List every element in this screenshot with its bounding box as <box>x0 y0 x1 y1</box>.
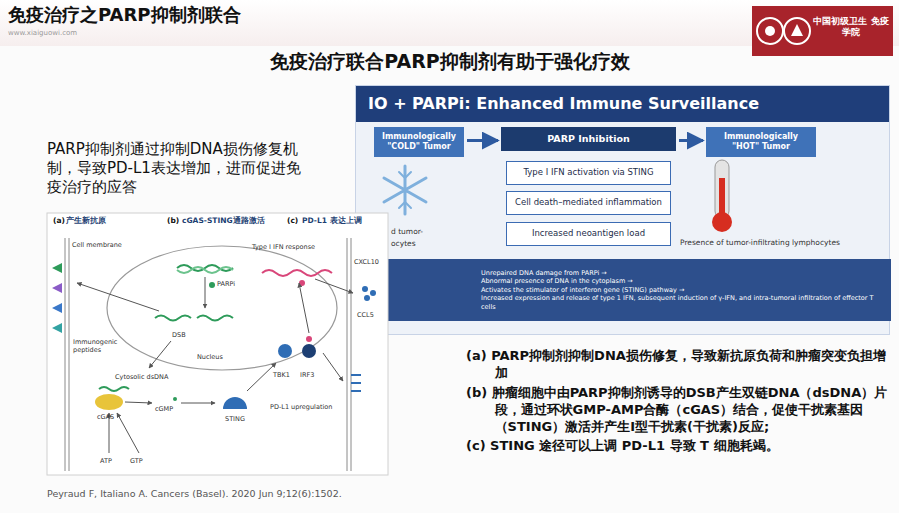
art-rect <box>752 6 893 56</box>
state-box: Immunologically "COLD" Tumor <box>374 127 464 157</box>
panel-heading: PD-L1 表达上调 <box>302 216 372 225</box>
art-polygon <box>52 323 62 333</box>
icon-caption: Presence of tumor-infiltrating lymphocyt… <box>680 238 850 247</box>
panel-letter: (c) <box>287 216 301 225</box>
logo <box>752 6 893 56</box>
summary-panel: IO + PARPi: Enhanced Immune Surveillance… <box>355 85 890 335</box>
art-circle <box>302 344 316 358</box>
panel-header: IO + PARPi: Enhanced Immune Surveillance <box>356 86 889 122</box>
mechanism-figure <box>47 213 388 475</box>
part-label: PD-L1 upregulation <box>270 403 350 411</box>
part-label: cGAS <box>97 413 127 421</box>
art-circle <box>299 280 305 286</box>
art-path <box>177 267 233 273</box>
bullet-text: (b) 肿瘤细胞中由PARP抑制剂诱导的DSB产生双链DNA（dsDNA）片段，… <box>466 385 888 436</box>
part-label: PARPi <box>217 280 257 288</box>
art-path <box>247 363 276 391</box>
art-circle <box>278 344 292 358</box>
subtitle: 免疫治疗联合PARP抑制剂有助于强化疗效 <box>220 50 680 74</box>
art-circle <box>765 26 775 36</box>
art-circle <box>784 18 810 44</box>
art-ellipse <box>95 394 123 410</box>
bullet-text: (c) STING 途径可以上调 PD-L1 导致 T 细胞耗竭。 <box>466 438 888 455</box>
part-label: Cell membrane <box>72 241 142 249</box>
panel-letter: (b) <box>167 216 181 225</box>
part-label: STING <box>225 415 255 423</box>
part-label: Cytosolic dsDNA <box>115 373 185 381</box>
part-label: Nucleus <box>197 353 237 361</box>
art-path <box>262 270 332 276</box>
box-text: Increased neoantigen load <box>512 228 665 239</box>
panel-heading: 产生新抗原 <box>66 216 146 225</box>
art-ellipse <box>107 246 337 370</box>
art-path <box>323 353 343 381</box>
part-label: DSB <box>172 331 202 339</box>
intro-text: PARP抑制剂通过抑制DNA损伤修复机制，导致PD-L1表达增加，进而促进免疫治… <box>47 140 305 196</box>
part-label: GTP <box>130 457 155 465</box>
art-polygon <box>52 263 62 273</box>
art-path <box>205 277 206 308</box>
part-label: TBK1 <box>273 371 297 379</box>
box-text: Type I IFN activation via STING <box>512 167 665 178</box>
art-rect <box>47 213 388 475</box>
art-path <box>65 238 69 471</box>
art-path <box>299 283 309 333</box>
box-text: Immunologically "COLD" Tumor <box>379 132 459 153</box>
art-circle <box>173 397 177 401</box>
art-path <box>99 387 129 391</box>
part-label: Type I IFN response <box>252 243 332 251</box>
art-path <box>77 283 159 311</box>
state-box: Immunologically "HOT" Tumor <box>706 127 816 157</box>
art-path <box>197 316 233 321</box>
art-path <box>315 279 353 293</box>
part-label: cGMP <box>155 405 185 413</box>
part-label: CXCL10 <box>354 258 388 266</box>
effect-box: Type I IFN activation via STING <box>506 161 671 185</box>
process-band: PARP Inhibition <box>501 127 676 151</box>
watermark: www.xiaiguowi.com <box>8 29 148 38</box>
logo-text: 中国初级卫生 免疫学院 <box>812 16 890 39</box>
panel-letter: (a) <box>53 216 67 225</box>
bullet-list: (a) PARP抑制剂抑制DNA损伤修复，导致新抗原负荷和肿瘤突变负担增加(b)… <box>466 348 888 455</box>
band-line: Increased expression and release of type… <box>481 294 879 311</box>
citation: Peyraud F, Italiano A. Cancers (Basel). … <box>47 488 447 500</box>
effect-box: Cell death–mediated inflammation <box>506 191 671 215</box>
cropped-caption: d tumor- <box>391 227 441 236</box>
band-line: Activates the stimulator of interferon g… <box>481 286 879 294</box>
panel-heading: cGAS-STING通路激活 <box>182 216 282 225</box>
art-path <box>177 265 233 271</box>
art-path <box>149 341 171 368</box>
mechanism-band: Unrepaired DNA damage from PARPi →Abnorm… <box>356 259 891 321</box>
art-path <box>351 375 361 391</box>
box-text: Immunologically "HOT" Tumor <box>711 132 811 153</box>
art-path <box>125 402 152 403</box>
art-path <box>223 397 247 409</box>
slide-title: 免疫治疗之PARP抑制剂联合 <box>8 4 241 27</box>
art-path <box>181 403 215 404</box>
box-text: Cell death–mediated inflammation <box>512 197 665 208</box>
bullet-text: (a) PARP抑制剂抑制DNA损伤修复，导致新抗原负荷和肿瘤突变负担增加 <box>466 348 888 382</box>
part-label: Immunogenic peptides <box>73 338 118 354</box>
art-circle <box>306 336 312 342</box>
part-label: CCL5 <box>357 311 387 319</box>
art-polygon <box>52 303 62 313</box>
art-polygon <box>52 283 62 293</box>
cropped-caption: ocytes <box>391 239 441 248</box>
art-path <box>791 24 803 36</box>
band-line: Unrepaired DNA damage from PARPi → <box>481 269 879 277</box>
effect-box: Increased neoantigen load <box>506 222 671 246</box>
box-text: PARP Inhibition <box>506 133 671 145</box>
art-path <box>155 316 191 321</box>
part-label: IRF3 <box>300 371 324 379</box>
art-path <box>347 238 351 471</box>
art-circle <box>757 18 783 44</box>
band-line: Abnormal presence of DNA in the cytoplas… <box>481 277 879 285</box>
art-circle <box>209 282 215 288</box>
part-label: ATP <box>100 457 125 465</box>
art-path <box>117 413 139 453</box>
